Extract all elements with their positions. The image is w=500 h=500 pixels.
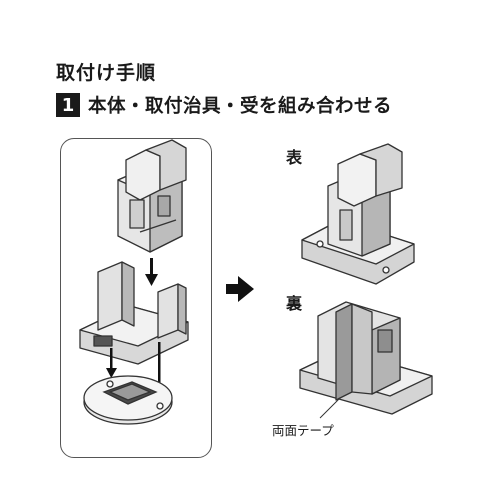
main-body-illustration: [117, 139, 187, 253]
page-title: 取付け手順: [56, 62, 157, 84]
receiver-plate-illustration: [83, 375, 173, 425]
step-number-badge: 1: [56, 93, 80, 117]
assembled-front-illustration: [301, 143, 415, 285]
right-arrow-icon: [226, 276, 254, 302]
step-header: 1 本体・取付治具・受を組み合わせる: [56, 92, 392, 118]
back-view-label: 裏: [286, 294, 303, 313]
assembly-panel: [60, 138, 212, 458]
down-arrow-icon: [145, 258, 158, 286]
step-instruction: 本体・取付治具・受を組み合わせる: [88, 96, 393, 117]
mounting-jig-illustration: [79, 261, 189, 365]
assembled-back-illustration: [299, 301, 433, 419]
front-view-label: 表: [286, 148, 303, 167]
double-sided-tape-label: 両面テープ: [272, 423, 334, 438]
